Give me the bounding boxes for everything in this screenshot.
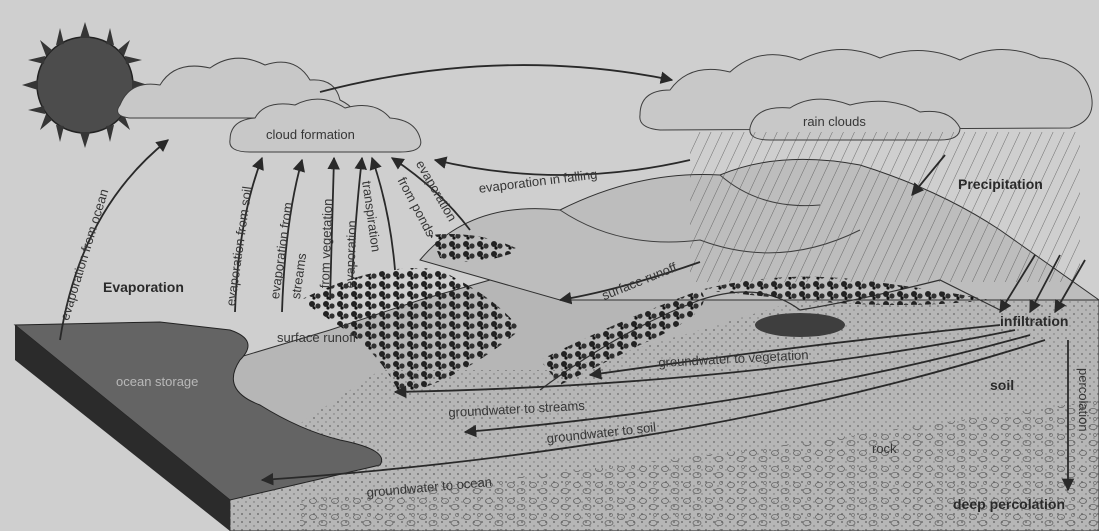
evap-vegetation-label-2: from vegetation <box>318 198 334 288</box>
pond <box>755 313 845 337</box>
rain-shower <box>690 132 1080 282</box>
cloud-formation-label: cloud formation <box>266 128 355 141</box>
rain-clouds-label: rain clouds <box>803 115 866 128</box>
evaporation-heading: Evaporation <box>103 280 184 294</box>
evap-vegetation-label-1: evaporation <box>343 220 358 288</box>
precipitation-heading: Precipitation <box>958 177 1043 191</box>
infiltration-label: infiltration <box>1000 314 1068 328</box>
surface-runoff-label-1: surface runoff <box>277 331 356 344</box>
arrow-evap-ocean <box>60 140 168 340</box>
percolation-label: percolation <box>1077 368 1090 432</box>
soil-label: soil <box>990 378 1014 392</box>
deep-percolation-label: deep percolation <box>953 497 1065 511</box>
rock-label: rock <box>872 442 897 455</box>
ocean-storage-label: ocean storage <box>116 375 198 388</box>
arrow-cloud-to-rain <box>320 65 672 92</box>
sun-icon <box>22 22 148 148</box>
